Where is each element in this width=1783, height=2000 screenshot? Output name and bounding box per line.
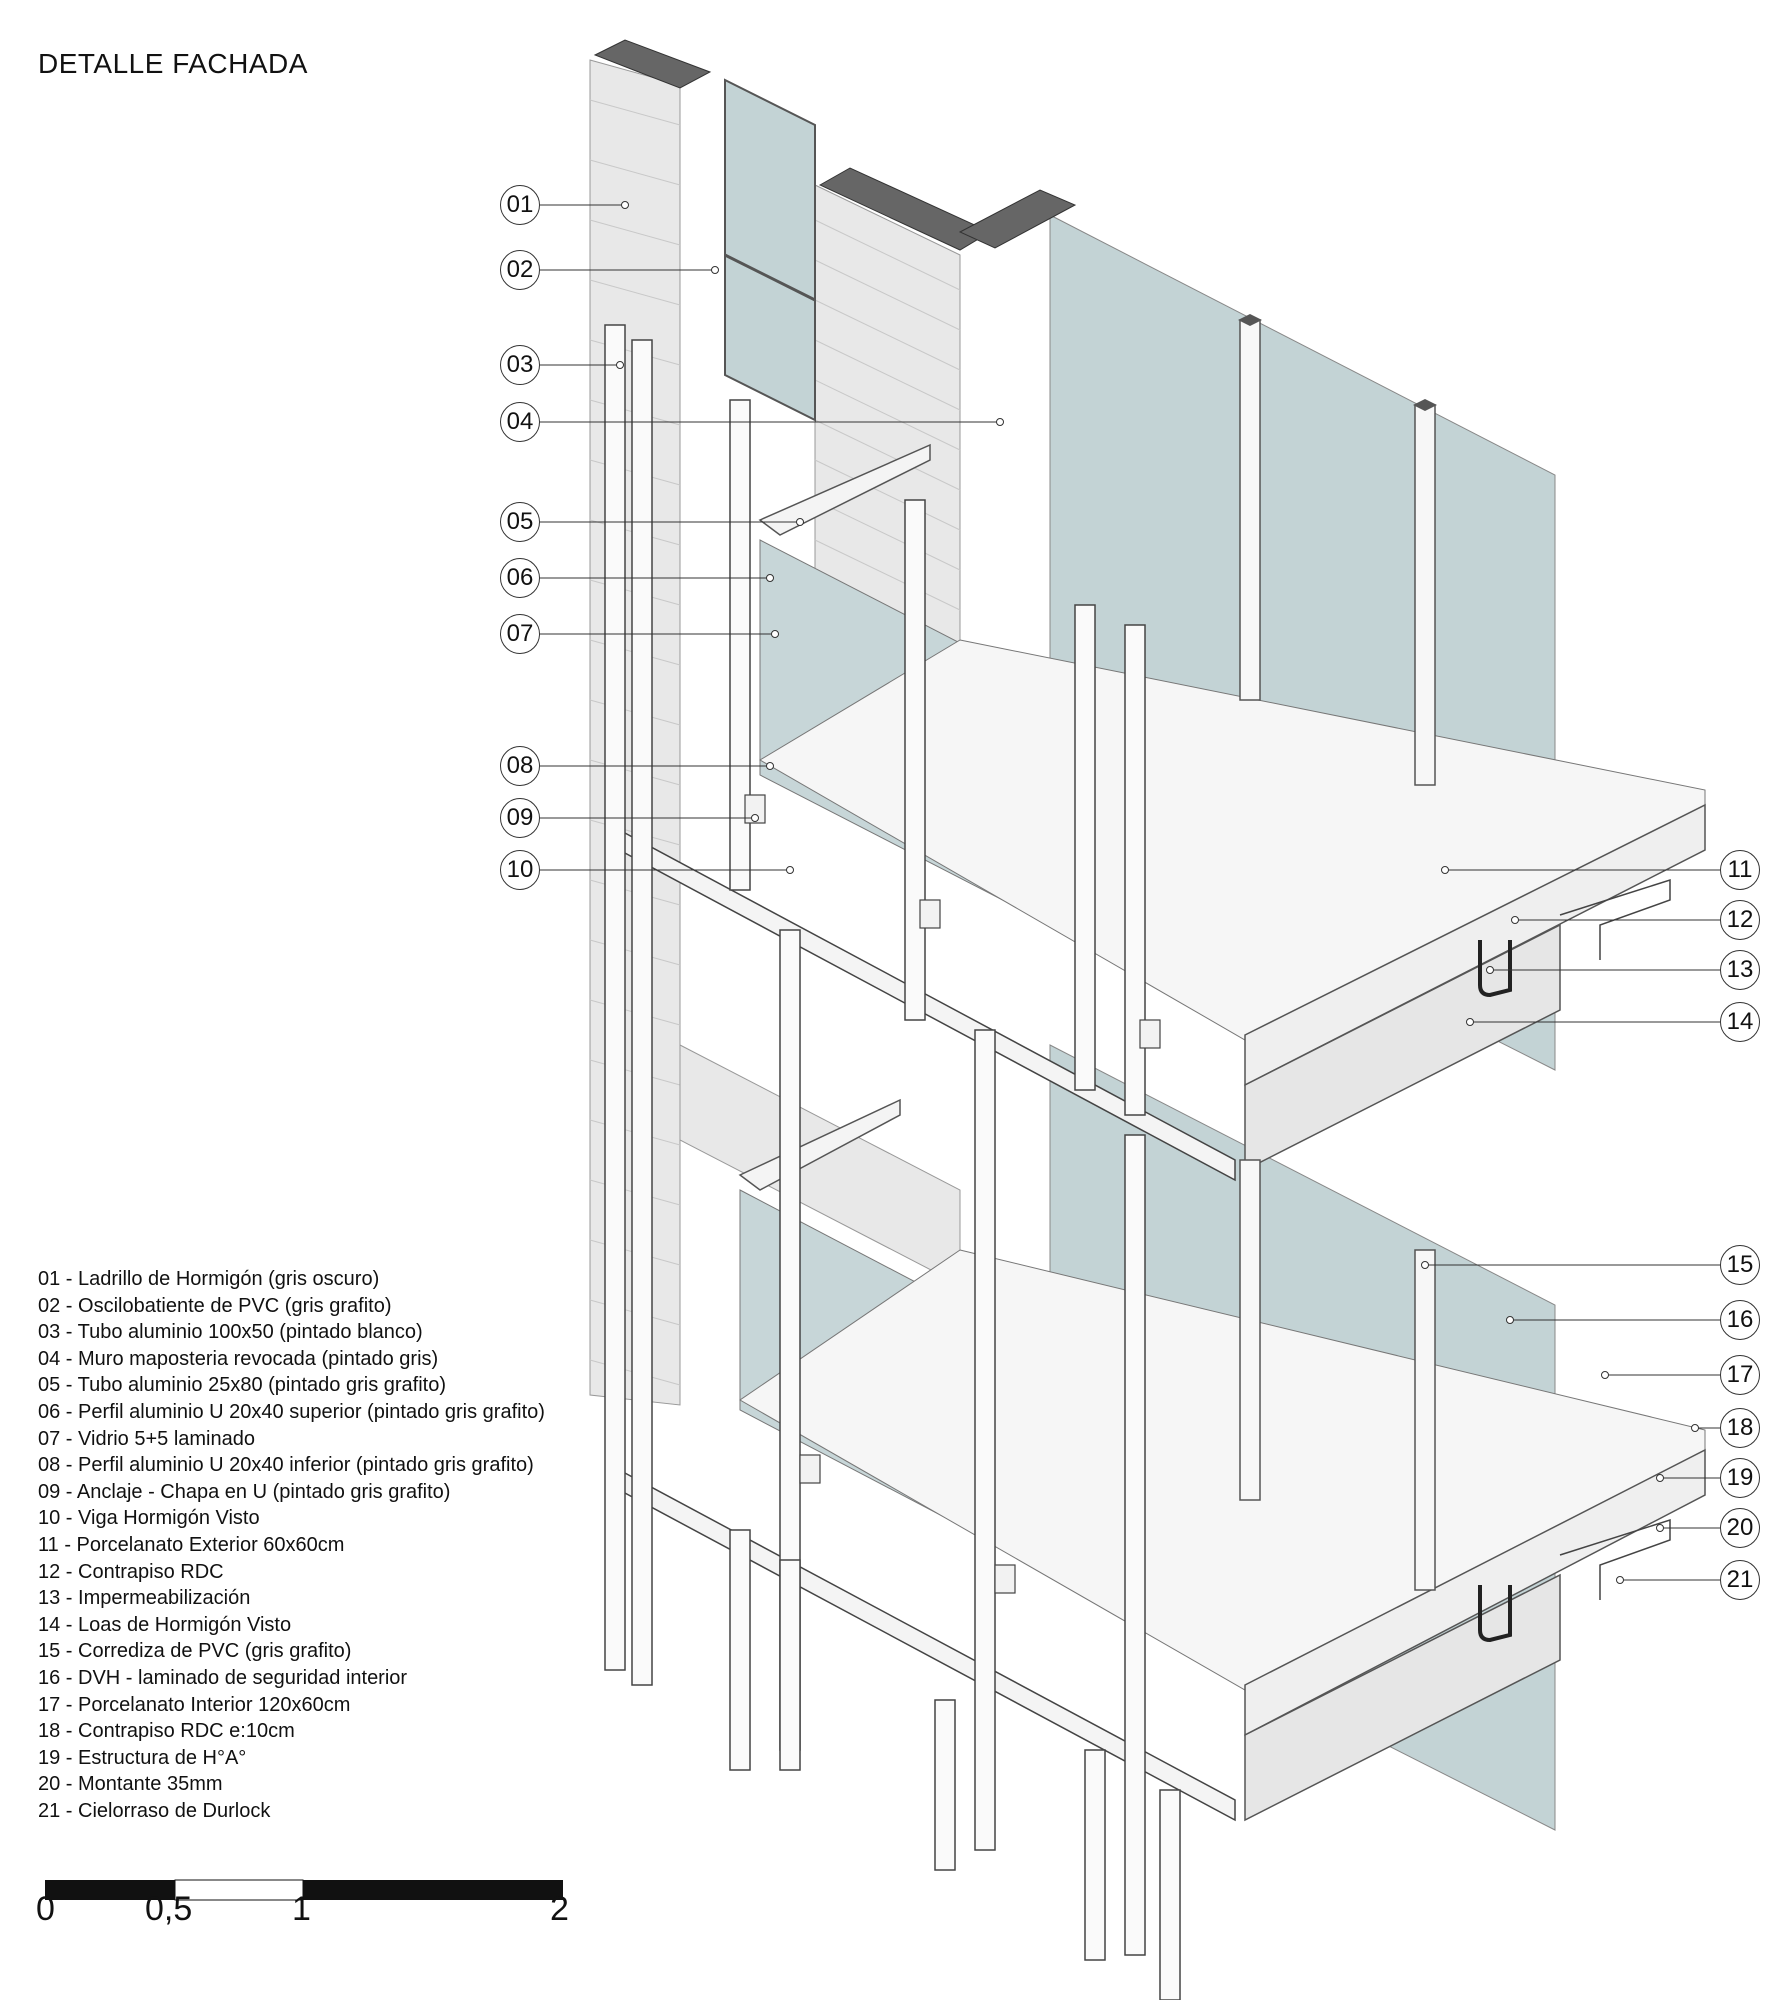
callout-17: 17 (1720, 1355, 1760, 1395)
legend-item: 09 - Anclaje - Chapa en U (pintado gris … (38, 1480, 451, 1503)
legend-item: 02 - Oscilobatiente de PVC (gris grafito… (38, 1294, 392, 1317)
mullion-caps (1238, 314, 1437, 411)
callout-03: 03 (500, 345, 540, 385)
legend-item: 04 - Muro maposteria revocada (pintado g… (38, 1347, 439, 1370)
callout-08: 08 (500, 746, 540, 786)
brick-cap-return (958, 189, 1077, 249)
leader-dots-left (616, 201, 1004, 874)
mullions (1239, 319, 1436, 1591)
callout-11: 11 (1720, 850, 1760, 890)
window-pvc-upper (724, 78, 816, 422)
callout-02: 02 (500, 250, 540, 290)
u-anchors (744, 794, 1161, 1594)
callout-01: 01 (500, 185, 540, 225)
callout-19: 19 (1720, 1458, 1760, 1498)
legend-item: 03 - Tubo aluminio 100x50 (pintado blanc… (38, 1321, 423, 1344)
guard-top-rail-upper (758, 443, 931, 536)
drawing-title: DETALLE FACHADA (38, 48, 308, 79)
legend-item: 10 - Viga Hormigón Visto (38, 1507, 260, 1530)
slab-upper-edge (1244, 803, 1706, 1087)
legend-item: 06 - Perfil aluminio U 20x40 superior (p… (38, 1400, 545, 1423)
callout-12: 12 (1720, 900, 1760, 940)
legend-item: 14 - Loas de Hormigón Visto (38, 1613, 292, 1636)
waterproofing-lower (1478, 1585, 1512, 1643)
callout-05: 05 (500, 502, 540, 542)
waterproofing-upper (1478, 940, 1512, 998)
scale-label-2: 2 (550, 1890, 569, 1928)
leader-dots-right (1421, 866, 1699, 1584)
legend-item: 07 - Vidrio 5+5 laminado (38, 1427, 255, 1450)
leader-lines-left (540, 204, 1000, 871)
callout-07: 07 (500, 614, 540, 654)
scale-bar (45, 1879, 563, 1901)
callout-04: 04 (500, 402, 540, 442)
callout-06: 06 (500, 558, 540, 598)
callout-13: 13 (1720, 950, 1760, 990)
legend-item: 11 - Porcelanato Exterior 60x60cm (38, 1533, 345, 1556)
callout-14: 14 (1720, 1002, 1760, 1042)
slab-lower-edge (1244, 1448, 1706, 1737)
legend-item: 18 - Contrapiso RDC e:10cm (38, 1720, 295, 1743)
callout-16: 16 (1720, 1300, 1760, 1340)
scale-label-1: 1 (292, 1890, 311, 1928)
brick-courses-middle (814, 219, 961, 611)
legend-item: 17 - Porcelanato Interior 120x60cm (38, 1693, 351, 1716)
legend-item: 21 - Cielorraso de Durlock (38, 1799, 271, 1822)
legend-item: 05 - Tubo aluminio 25x80 (pintado gris g… (38, 1374, 447, 1397)
scale-label-0: 0 (36, 1890, 55, 1928)
callout-09: 09 (500, 798, 540, 838)
slab-upper-top (759, 639, 1706, 1041)
legend-item: 20 - Montante 35mm (38, 1773, 223, 1796)
legend-item: 15 - Corrediza de PVC (gris grafito) (38, 1640, 352, 1663)
callout-10: 10 (500, 850, 540, 890)
aluminum-tubes (604, 324, 1181, 2000)
leader-lines-right (1425, 869, 1720, 1581)
legend-item: 01 - Ladrillo de Hormigón (gris oscuro) (38, 1268, 380, 1290)
scale-label-0-5: 0,5 (145, 1890, 193, 1928)
callout-15: 15 (1720, 1245, 1760, 1285)
brick-cap-left (593, 39, 712, 89)
callout-21: 21 (1720, 1560, 1760, 1600)
legend-item: 16 - DVH - laminado de seguridad interio… (38, 1666, 408, 1689)
callout-20: 20 (1720, 1508, 1760, 1548)
legend-item: 13 - Impermeabilización (38, 1587, 251, 1610)
legend-item: 19 - Estructura de H°A° (38, 1746, 247, 1769)
materials-legend: 01 - Ladrillo de Hormigón (gris oscuro) … (38, 1266, 545, 1824)
legend-item: 08 - Perfil aluminio U 20x40 inferior (p… (38, 1454, 534, 1477)
ceiling-profile (1559, 878, 1671, 1600)
legend-item: 12 - Contrapiso RDC (38, 1560, 224, 1583)
callout-18: 18 (1720, 1408, 1760, 1448)
